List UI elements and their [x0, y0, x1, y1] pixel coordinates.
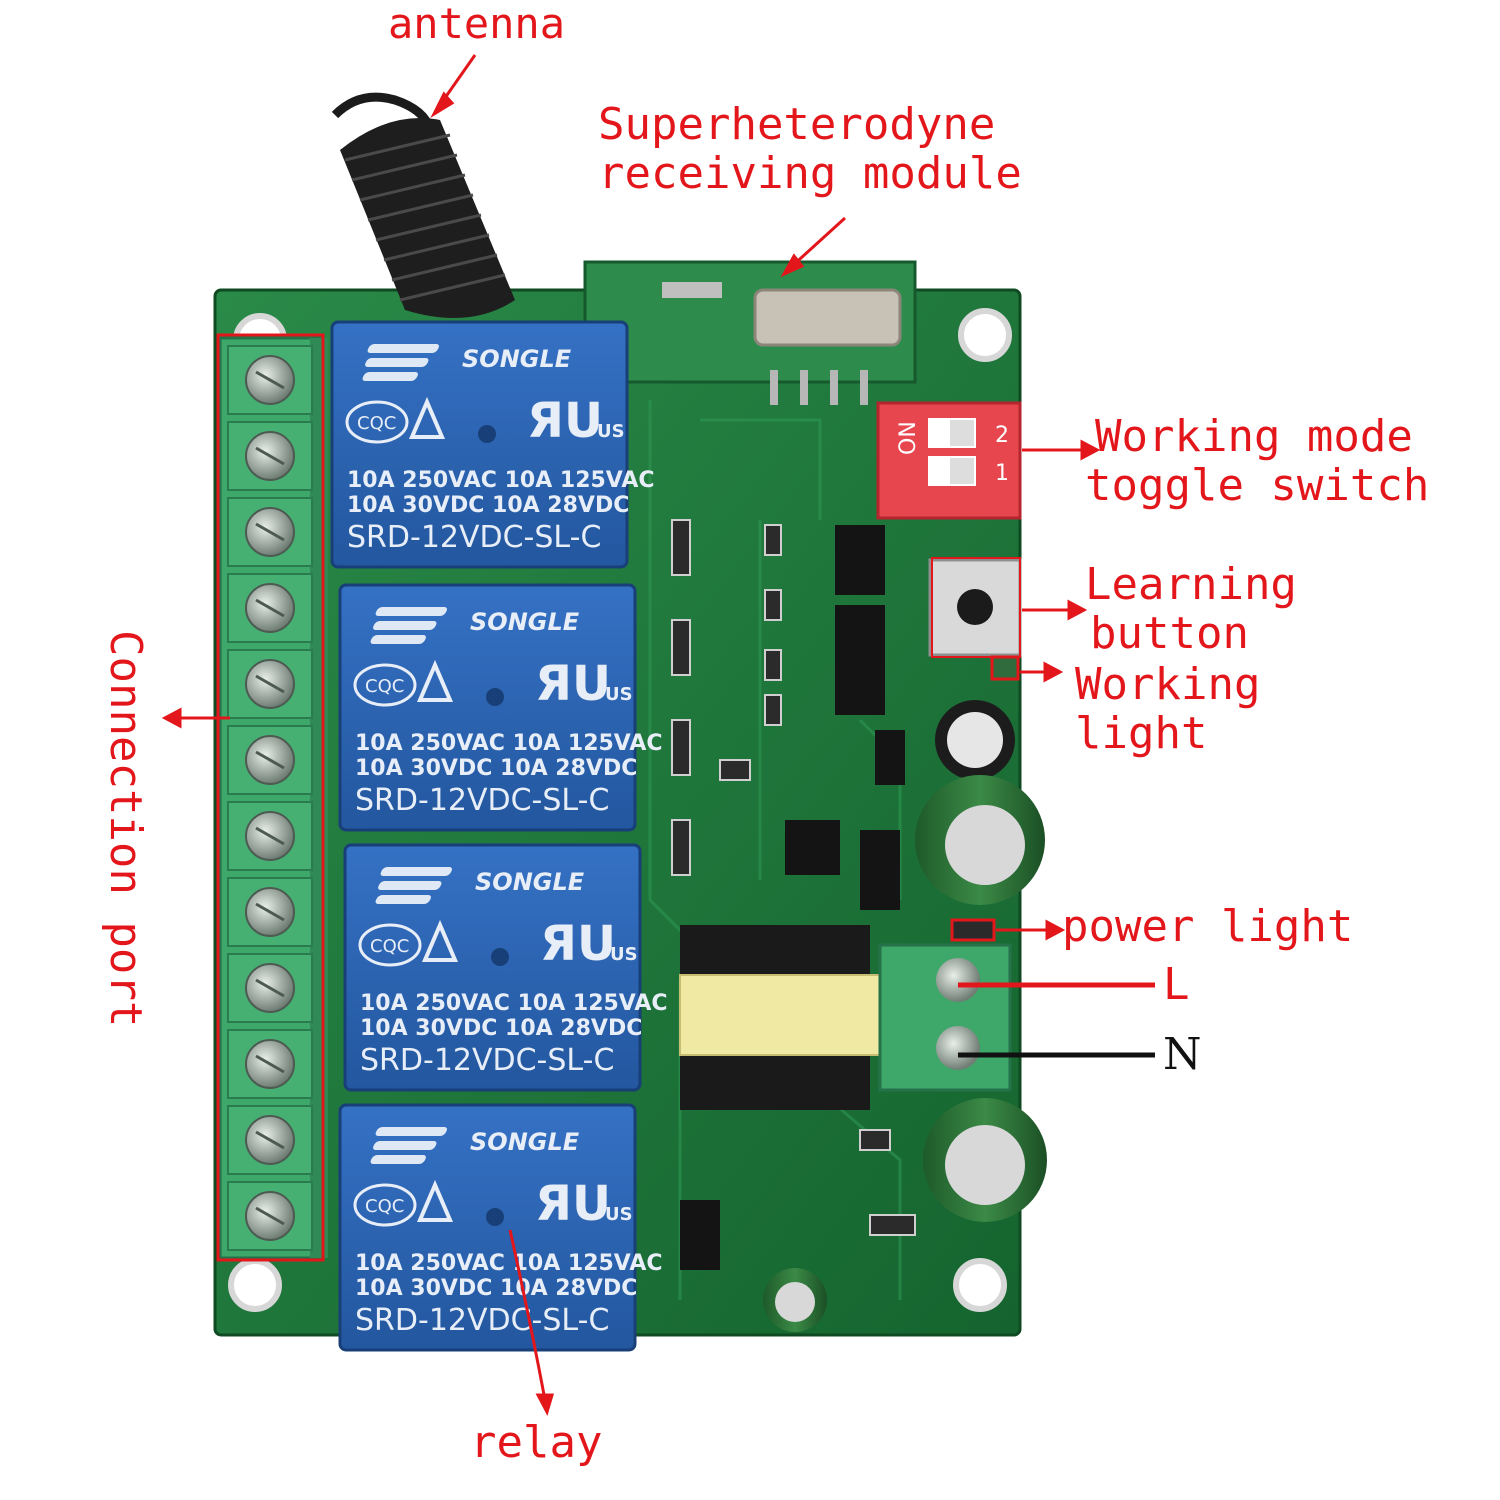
dip-pos-2: 2 — [995, 423, 1009, 448]
relay-cert-us: US — [605, 684, 633, 705]
relay-cert-us: US — [597, 421, 625, 442]
connection-port-label: Connection port — [100, 630, 151, 1028]
live-label: L — [1163, 959, 1190, 1010]
relay-ul-mark: ЯU — [540, 916, 616, 972]
relay-rating-dc: 10A 30VDC 10A 28VDC — [360, 1016, 642, 1041]
terminal-block — [216, 333, 328, 1262]
neutral-label: N — [1163, 1029, 1202, 1080]
relay-cert-us: US — [605, 1204, 633, 1225]
power-led — [950, 918, 996, 942]
relay-model: SRD-12VDC-SL-C — [355, 783, 609, 818]
relay-ul-mark: ЯU — [535, 656, 611, 712]
superhet-module-label: Superheterodyne receiving module — [598, 100, 1022, 199]
terminal-screw — [227, 1029, 313, 1099]
receiver-module — [583, 260, 917, 405]
working-led — [990, 655, 1020, 681]
relay-brand: SONGLE — [470, 608, 580, 636]
relay-model: SRD-12VDC-SL-C — [360, 1043, 614, 1078]
learning-button-graphic — [928, 557, 1022, 658]
power-transformer — [679, 925, 891, 1110]
working-light-line-2: light — [1075, 708, 1208, 760]
relay-rating-ac: 10A 250VAC 10A 125VAC — [347, 468, 655, 493]
relay-rating-ac: 10A 250VAC 10A 125VAC — [355, 1251, 663, 1276]
ic-chips — [680, 525, 905, 1270]
relay-cert-cqc: CQC — [365, 676, 404, 697]
dip-on-label: ON — [896, 421, 921, 455]
relay-brand: SONGLE — [470, 1128, 580, 1156]
working-light-label: Working light — [1075, 660, 1260, 759]
relay-ul-mark: ЯU — [527, 393, 603, 449]
superhet-line-1: Superheterodyne — [598, 99, 996, 150]
working-mode-line-1: Working mode — [1095, 411, 1413, 462]
relay-rating-dc: 10A 30VDC 10A 28VDC — [355, 1276, 637, 1301]
relay-brand: SONGLE — [475, 868, 585, 896]
power-light-label: power light — [1062, 901, 1354, 952]
terminal-screw — [227, 573, 313, 643]
antenna-label: antenna — [388, 0, 566, 48]
dip-switch: ON 2 1 — [876, 401, 1022, 520]
dip-pos-1: 1 — [995, 461, 1009, 486]
relay-rating-ac: 10A 250VAC 10A 125VAC — [355, 731, 663, 756]
terminal-screw — [227, 725, 313, 795]
terminal-screw — [227, 1105, 313, 1175]
relay-model: SRD-12VDC-SL-C — [355, 1303, 609, 1338]
terminal-screw — [227, 801, 313, 871]
relay-cert-cqc: CQC — [357, 413, 396, 434]
relay-ul-mark: ЯU — [535, 1176, 611, 1232]
terminal-screw — [227, 497, 313, 567]
relay-rating-dc: 10A 30VDC 10A 28VDC — [347, 493, 629, 518]
working-light-line-1: Working — [1075, 659, 1261, 710]
learning-button-label: Learning button — [1085, 560, 1297, 659]
relay-cert-cqc: CQC — [365, 1196, 404, 1217]
antenna-coil — [331, 92, 515, 318]
working-mode-label: Working mode toggle switch — [1085, 412, 1429, 511]
terminal-screw — [227, 1181, 313, 1251]
learning-line-1: Learning — [1085, 559, 1297, 610]
terminal-screw — [227, 953, 313, 1023]
electrolytic-capacitors — [763, 700, 1047, 1332]
relay-rating-dc: 10A 30VDC 10A 28VDC — [355, 756, 637, 781]
relay-brand: SONGLE — [462, 345, 572, 373]
learning-line-2: button — [1090, 608, 1249, 660]
terminal-screw — [227, 345, 313, 415]
mains-terminal — [878, 943, 1012, 1092]
working-mode-line-2: toggle switch — [1085, 460, 1430, 512]
relay-cert-cqc: CQC — [370, 936, 409, 957]
annotation-arrows — [161, 54, 1155, 1416]
terminal-screw — [227, 649, 313, 719]
relay-cert-us: US — [610, 944, 638, 965]
terminal-screw — [227, 421, 313, 491]
relay-label: relay — [470, 1417, 603, 1468]
relay-rating-ac: 10A 250VAC 10A 125VAC — [360, 991, 668, 1016]
smd-components — [671, 519, 916, 1236]
superhet-line-2: receiving module — [598, 148, 1022, 200]
relay-model: SRD-12VDC-SL-C — [347, 520, 601, 555]
terminal-screw — [227, 877, 313, 947]
